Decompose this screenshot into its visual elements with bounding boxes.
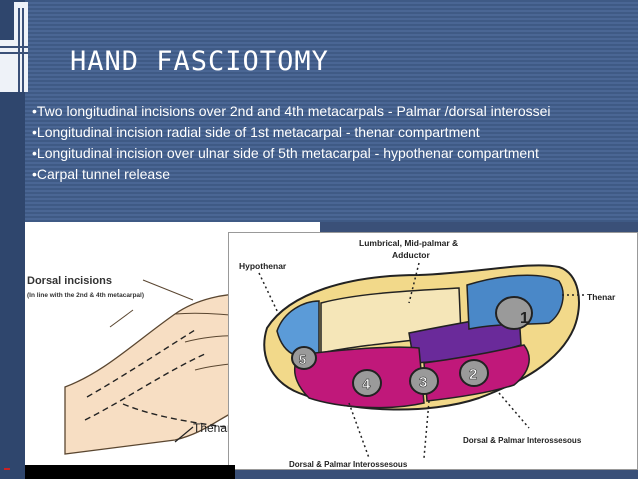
- slide-title: HAND FASCIOTOMY: [70, 46, 329, 77]
- thenar-label-left: Thenar: [193, 421, 231, 435]
- metacarpal-1-label: 1: [520, 310, 529, 327]
- thenar-label-right: Thenar: [587, 292, 616, 302]
- bullet-item: Longitudinal incision radial side of 1st…: [32, 122, 551, 143]
- metacarpal-3-label: 3: [419, 374, 427, 391]
- cross-section-diagram: 1 2 3 4 5 Lumbrical, Mid-palmar & Adduct…: [239, 238, 616, 469]
- dorsal-palmar-label-bottom: Dorsal & Palmar Interossesous: [289, 460, 408, 469]
- hand-compartments-figure: 1 2 3 4 5 Lumbrical, Mid-palmar & Adduct…: [228, 232, 638, 470]
- bullet-list: Two longitudinal incisions over 2nd and …: [32, 101, 551, 185]
- adductor-label: Adductor: [392, 250, 430, 260]
- bottom-bar: [25, 465, 235, 479]
- red-marker: [4, 468, 10, 470]
- metacarpal-5-label: 5: [299, 352, 306, 367]
- lumbrical-label: Lumbrical, Mid-palmar &: [359, 238, 458, 248]
- metacarpal-4-label: 4: [362, 376, 371, 393]
- hypothenar-label: Hypothenar: [239, 261, 287, 271]
- bullet-item: Longitudinal incision over ulnar side of…: [32, 143, 551, 164]
- bullet-item: Two longitudinal incisions over 2nd and …: [32, 101, 551, 122]
- metacarpal-2-label: 2: [469, 366, 477, 383]
- corner-decoration: [0, 2, 28, 92]
- dorsal-incisions-sublabel: (In line with the 2nd & 4th metacarpal): [27, 292, 144, 299]
- dorsal-incisions-label: Dorsal incisions: [27, 275, 112, 287]
- bullet-item: Carpal tunnel release: [32, 164, 551, 185]
- dorsal-palmar-label-right: Dorsal & Palmar Interossesous: [463, 436, 582, 445]
